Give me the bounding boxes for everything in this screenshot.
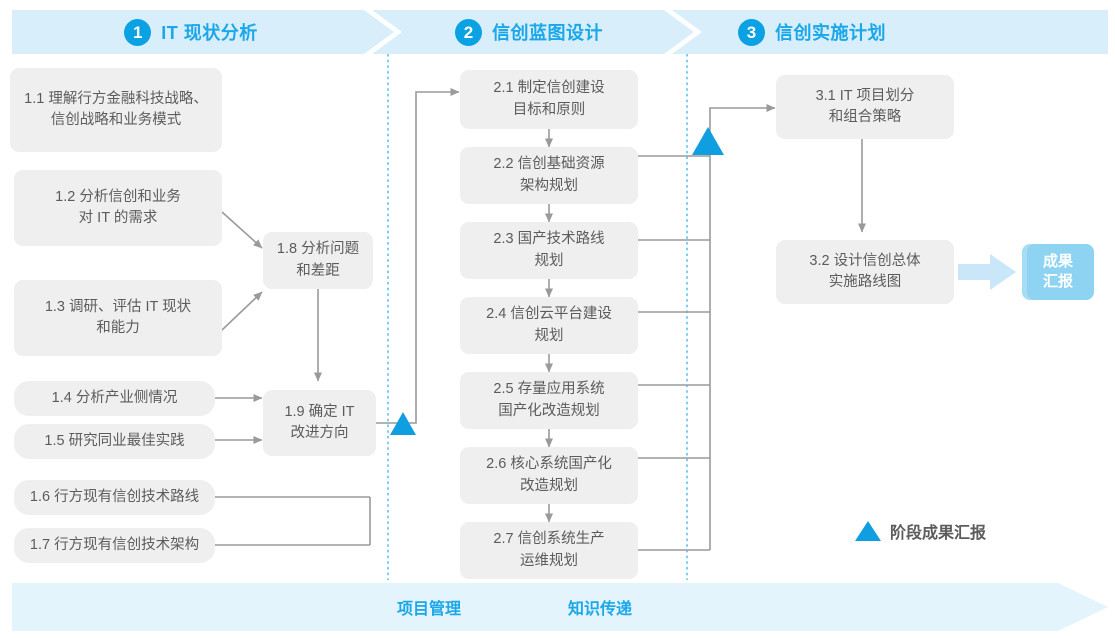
wire-1-2-to-1-8	[221, 211, 263, 249]
milestone-triangle-icon	[855, 521, 881, 541]
bottom-label-knowledge-transfer: 知识传递	[568, 601, 633, 618]
bottom-label-project-management: 项目管理	[397, 601, 462, 618]
task-box-2-7[interactable]: 2.7 信创系统生产 运维规划	[460, 522, 638, 579]
phase-band-2[interactable]: 2 信创蓝图设计	[372, 10, 694, 54]
task-box-2-4[interactable]: 2.4 信创云平台建设 规划	[460, 297, 638, 354]
wire-1-3-to-1-8	[221, 291, 263, 331]
result-report-badge[interactable]: 成果 汇报	[1022, 244, 1094, 300]
phase-band-1[interactable]: 1 IT 现状分析	[12, 10, 394, 54]
milestone-triangle-phase2	[692, 127, 724, 155]
task-box-1-7[interactable]: 1.7 行方现有信创技术架构	[14, 528, 215, 563]
phase-number-badge-3: 3	[738, 18, 765, 46]
task-box-1-4[interactable]: 1.4 分析产业侧情况	[14, 381, 215, 416]
milestone-triangle-phase1	[390, 412, 416, 435]
phase-title-3: 信创实施计划	[775, 23, 886, 43]
task-box-1-2[interactable]: 1.2 分析信创和业务 对 IT 的需求	[14, 170, 222, 246]
task-box-2-1[interactable]: 2.1 制定信创建设 目标和原则	[460, 70, 638, 129]
task-box-2-2[interactable]: 2.2 信创基础资源 架构规划	[460, 147, 638, 204]
task-box-2-3[interactable]: 2.3 国产技术路线 规划	[460, 222, 638, 279]
result-arrow-icon	[958, 254, 1016, 290]
task-box-1-5[interactable]: 1.5 研究同业最佳实践	[14, 424, 215, 459]
phase-number-badge-1: 1	[124, 18, 152, 46]
task-box-1-9[interactable]: 1.9 确定 IT 改进方向	[263, 390, 376, 456]
wire-1-9-to-2-1	[376, 88, 460, 424]
phase-band-3[interactable]: 3 信创实施计划	[672, 10, 1108, 54]
legend: 阶段成果汇报	[855, 519, 986, 543]
task-box-1-1[interactable]: 1.1 理解行方金融科技战略、 信创战略和业务模式	[10, 68, 222, 152]
wire-phase2-to-3-1	[709, 104, 776, 143]
task-box-2-5[interactable]: 2.5 存量应用系统 国产化改造规划	[460, 372, 638, 429]
bottom-band	[12, 583, 1108, 631]
task-box-1-6[interactable]: 1.6 行方现有信创技术路线	[14, 480, 215, 515]
task-box-3-1[interactable]: 3.1 IT 项目划分 和组合策略	[776, 75, 954, 139]
task-box-2-6[interactable]: 2.6 核心系统国产化 改造规划	[460, 447, 638, 504]
task-box-3-2[interactable]: 3.2 设计信创总体 实施路线图	[776, 240, 954, 304]
legend-label: 阶段成果汇报	[890, 525, 987, 542]
phase-title-1: IT 现状分析	[161, 23, 258, 43]
phase-number-badge-2: 2	[455, 18, 482, 46]
task-box-1-8[interactable]: 1.8 分析问题 和差距	[263, 232, 373, 289]
task-box-1-3[interactable]: 1.3 调研、评估 IT 现状 和能力	[14, 280, 222, 356]
phase-title-2: 信创蓝图设计	[492, 23, 603, 43]
